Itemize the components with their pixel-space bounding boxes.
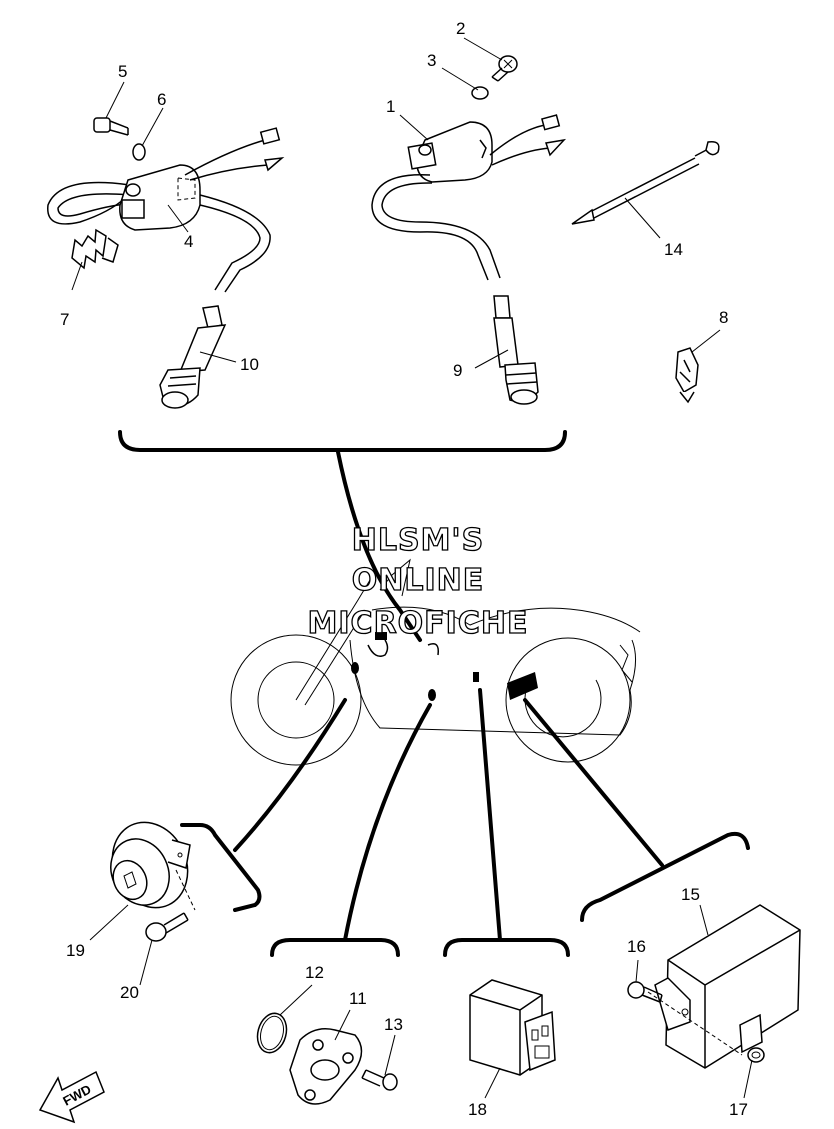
callout-17: 17 xyxy=(729,1100,748,1119)
callout-9: 9 xyxy=(453,361,462,380)
callout-14: 14 xyxy=(664,240,683,259)
callout-3: 3 xyxy=(427,51,436,70)
watermark-line-3: MICROFICHE xyxy=(308,606,529,641)
fwd-arrow-icon: FWD xyxy=(38,1070,105,1124)
bracket-relay xyxy=(443,938,570,957)
callout-19: 19 xyxy=(66,941,85,960)
bracket-regulator xyxy=(580,831,750,922)
relay-18 xyxy=(469,979,556,1076)
callout-15: 15 xyxy=(681,885,700,904)
watermark-line-2: ONLINE xyxy=(352,563,485,598)
clamp-8 xyxy=(675,347,699,404)
top-leader-line xyxy=(336,450,422,642)
ignition-coil-left xyxy=(47,127,285,293)
screw-5 xyxy=(93,117,129,136)
nut-17 xyxy=(747,1047,765,1063)
callout-6: 6 xyxy=(157,90,166,109)
spark-plug-cap-9 xyxy=(493,295,539,405)
leader-horn xyxy=(233,698,347,852)
callout-16: 16 xyxy=(627,937,646,956)
wire-lead-14 xyxy=(571,140,720,225)
callout-leaders xyxy=(71,37,753,1099)
washer-3 xyxy=(471,86,489,100)
callout-13: 13 xyxy=(384,1015,403,1034)
screw-2 xyxy=(491,55,518,82)
callout-8: 8 xyxy=(719,308,728,327)
sensor-11 xyxy=(289,1028,363,1105)
callout-12: 12 xyxy=(305,963,324,982)
leader-regulator xyxy=(523,698,664,867)
ignition-coil-right xyxy=(371,114,567,281)
spark-plug-cap-10 xyxy=(159,305,227,409)
callout-10: 10 xyxy=(240,355,259,374)
leader-sensor xyxy=(343,703,432,942)
clip-7 xyxy=(71,228,119,270)
watermark-line-1: HLSM'S xyxy=(352,523,484,558)
callout-18: 18 xyxy=(468,1100,487,1119)
bracket-horn xyxy=(180,823,262,912)
callout-2: 2 xyxy=(456,19,465,38)
bolt-20 xyxy=(145,912,189,942)
callout-7: 7 xyxy=(60,310,69,329)
watermark: HLSM'S ONLINE MICROFICHE xyxy=(307,522,529,641)
callout-5: 5 xyxy=(118,62,127,81)
callout-1: 1 xyxy=(386,97,395,116)
bracket-sensor xyxy=(270,938,400,957)
leader-relay xyxy=(478,688,502,942)
screw-13 xyxy=(361,1069,398,1091)
callout-11: 11 xyxy=(349,989,367,1008)
top-group-bracket xyxy=(118,430,567,452)
washer-6 xyxy=(132,143,146,161)
motorcycle-outline xyxy=(230,558,641,766)
callout-20: 20 xyxy=(120,983,139,1002)
horn-19 xyxy=(110,821,196,911)
regulator-15 xyxy=(647,904,801,1069)
callout-4: 4 xyxy=(184,232,193,251)
